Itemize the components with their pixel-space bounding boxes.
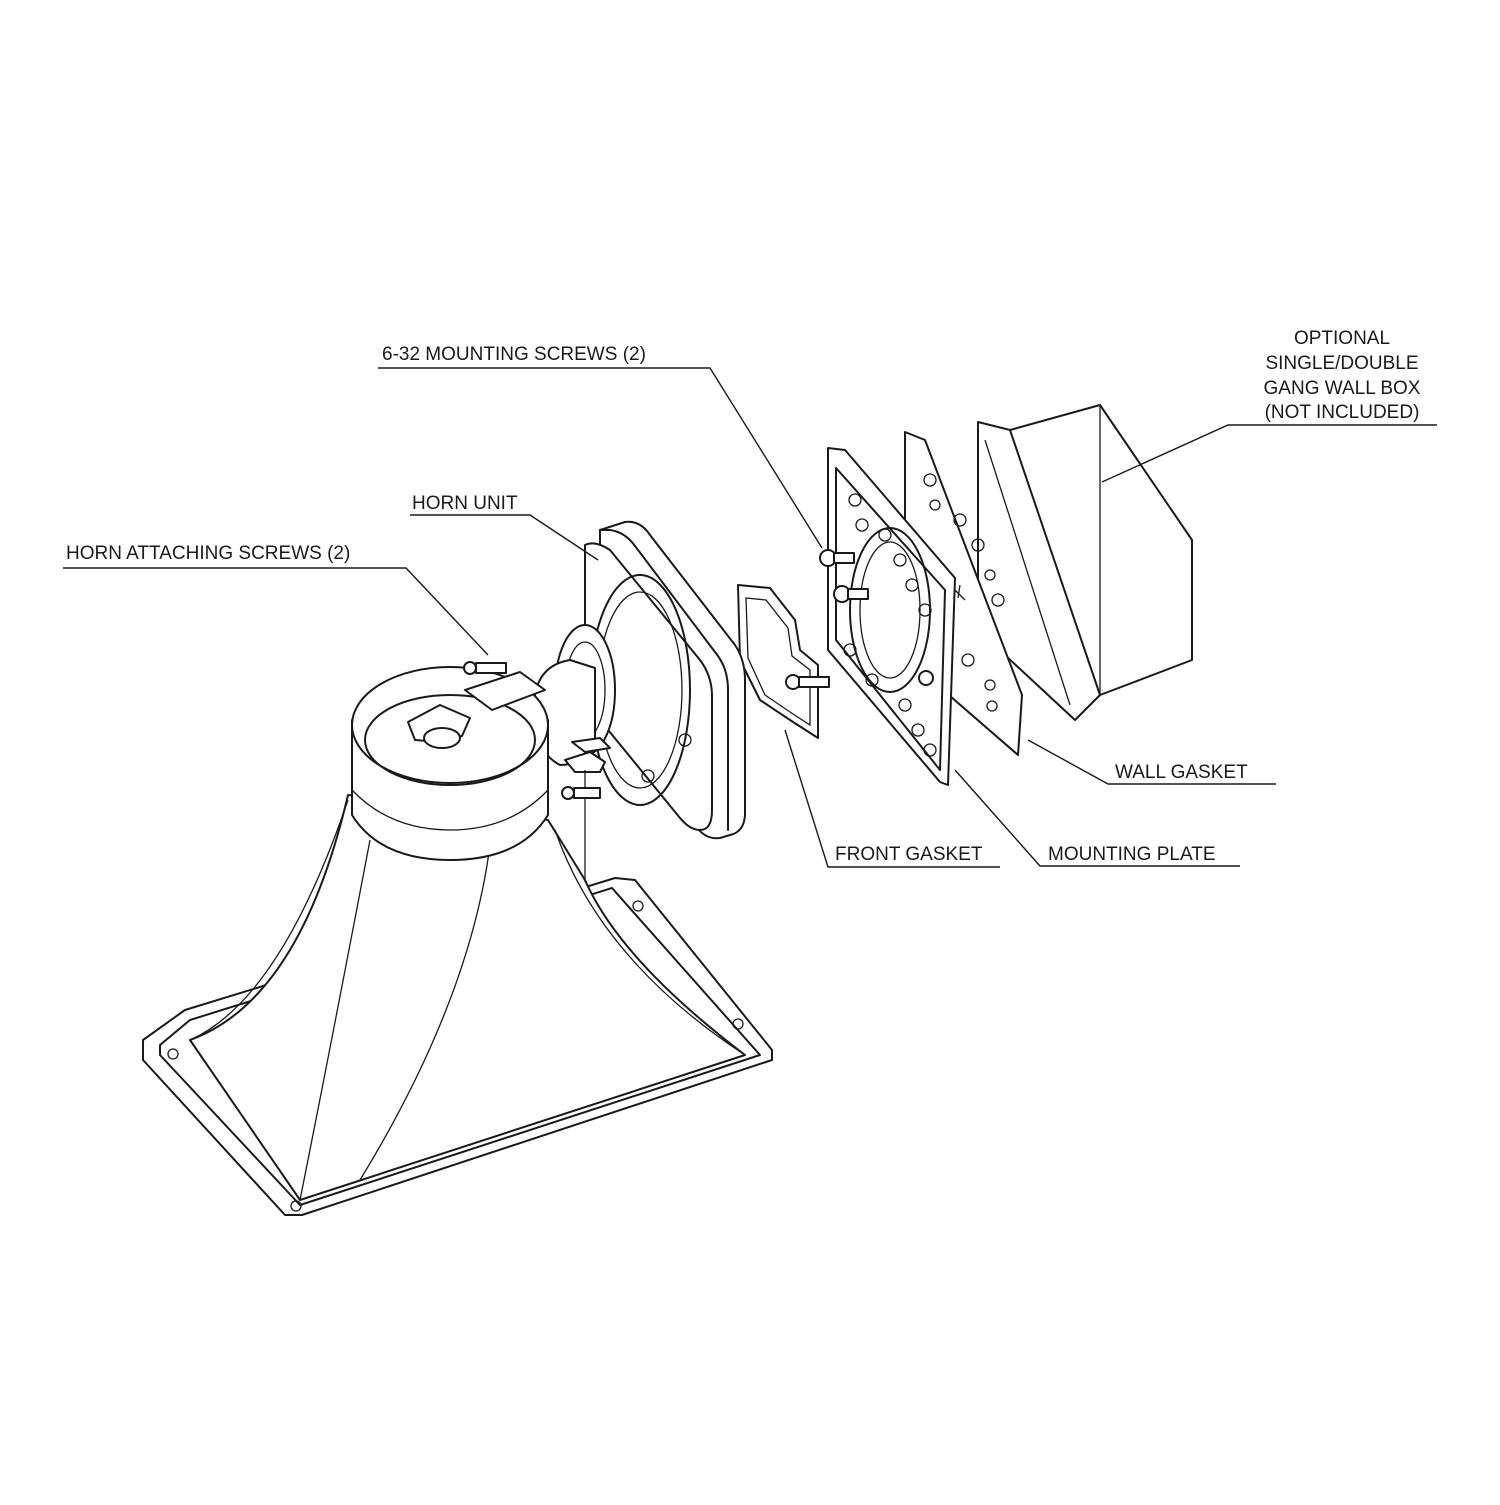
wall-box: [977, 404, 1193, 721]
leader-lines: [63, 367, 1437, 868]
mounting-screws: [819, 549, 934, 686]
label-wall-box-line3: GANG WALL BOX: [1264, 378, 1421, 399]
label-mounting-plate: MOUNTING PLATE: [1048, 844, 1216, 865]
label-front-gasket: FRONT GASKET: [835, 844, 983, 865]
label-wall-gasket: WALL GASKET: [1115, 762, 1248, 783]
label-wall-box-line2: SINGLE/DOUBLE: [1265, 353, 1418, 374]
label-horn-unit: HORN UNIT: [412, 493, 518, 514]
horn-bell: [142, 661, 773, 1216]
mounting-plate: [827, 447, 956, 786]
label-wall-box-line4: (NOT INCLUDED): [1265, 402, 1420, 423]
label-mounting-screws: 6-32 MOUNTING SCREWS (2): [382, 344, 646, 365]
label-horn-attaching-screws: HORN ATTACHING SCREWS (2): [66, 543, 350, 564]
front-gasket: [737, 584, 830, 739]
label-wall-box-line1: OPTIONAL: [1294, 328, 1390, 349]
